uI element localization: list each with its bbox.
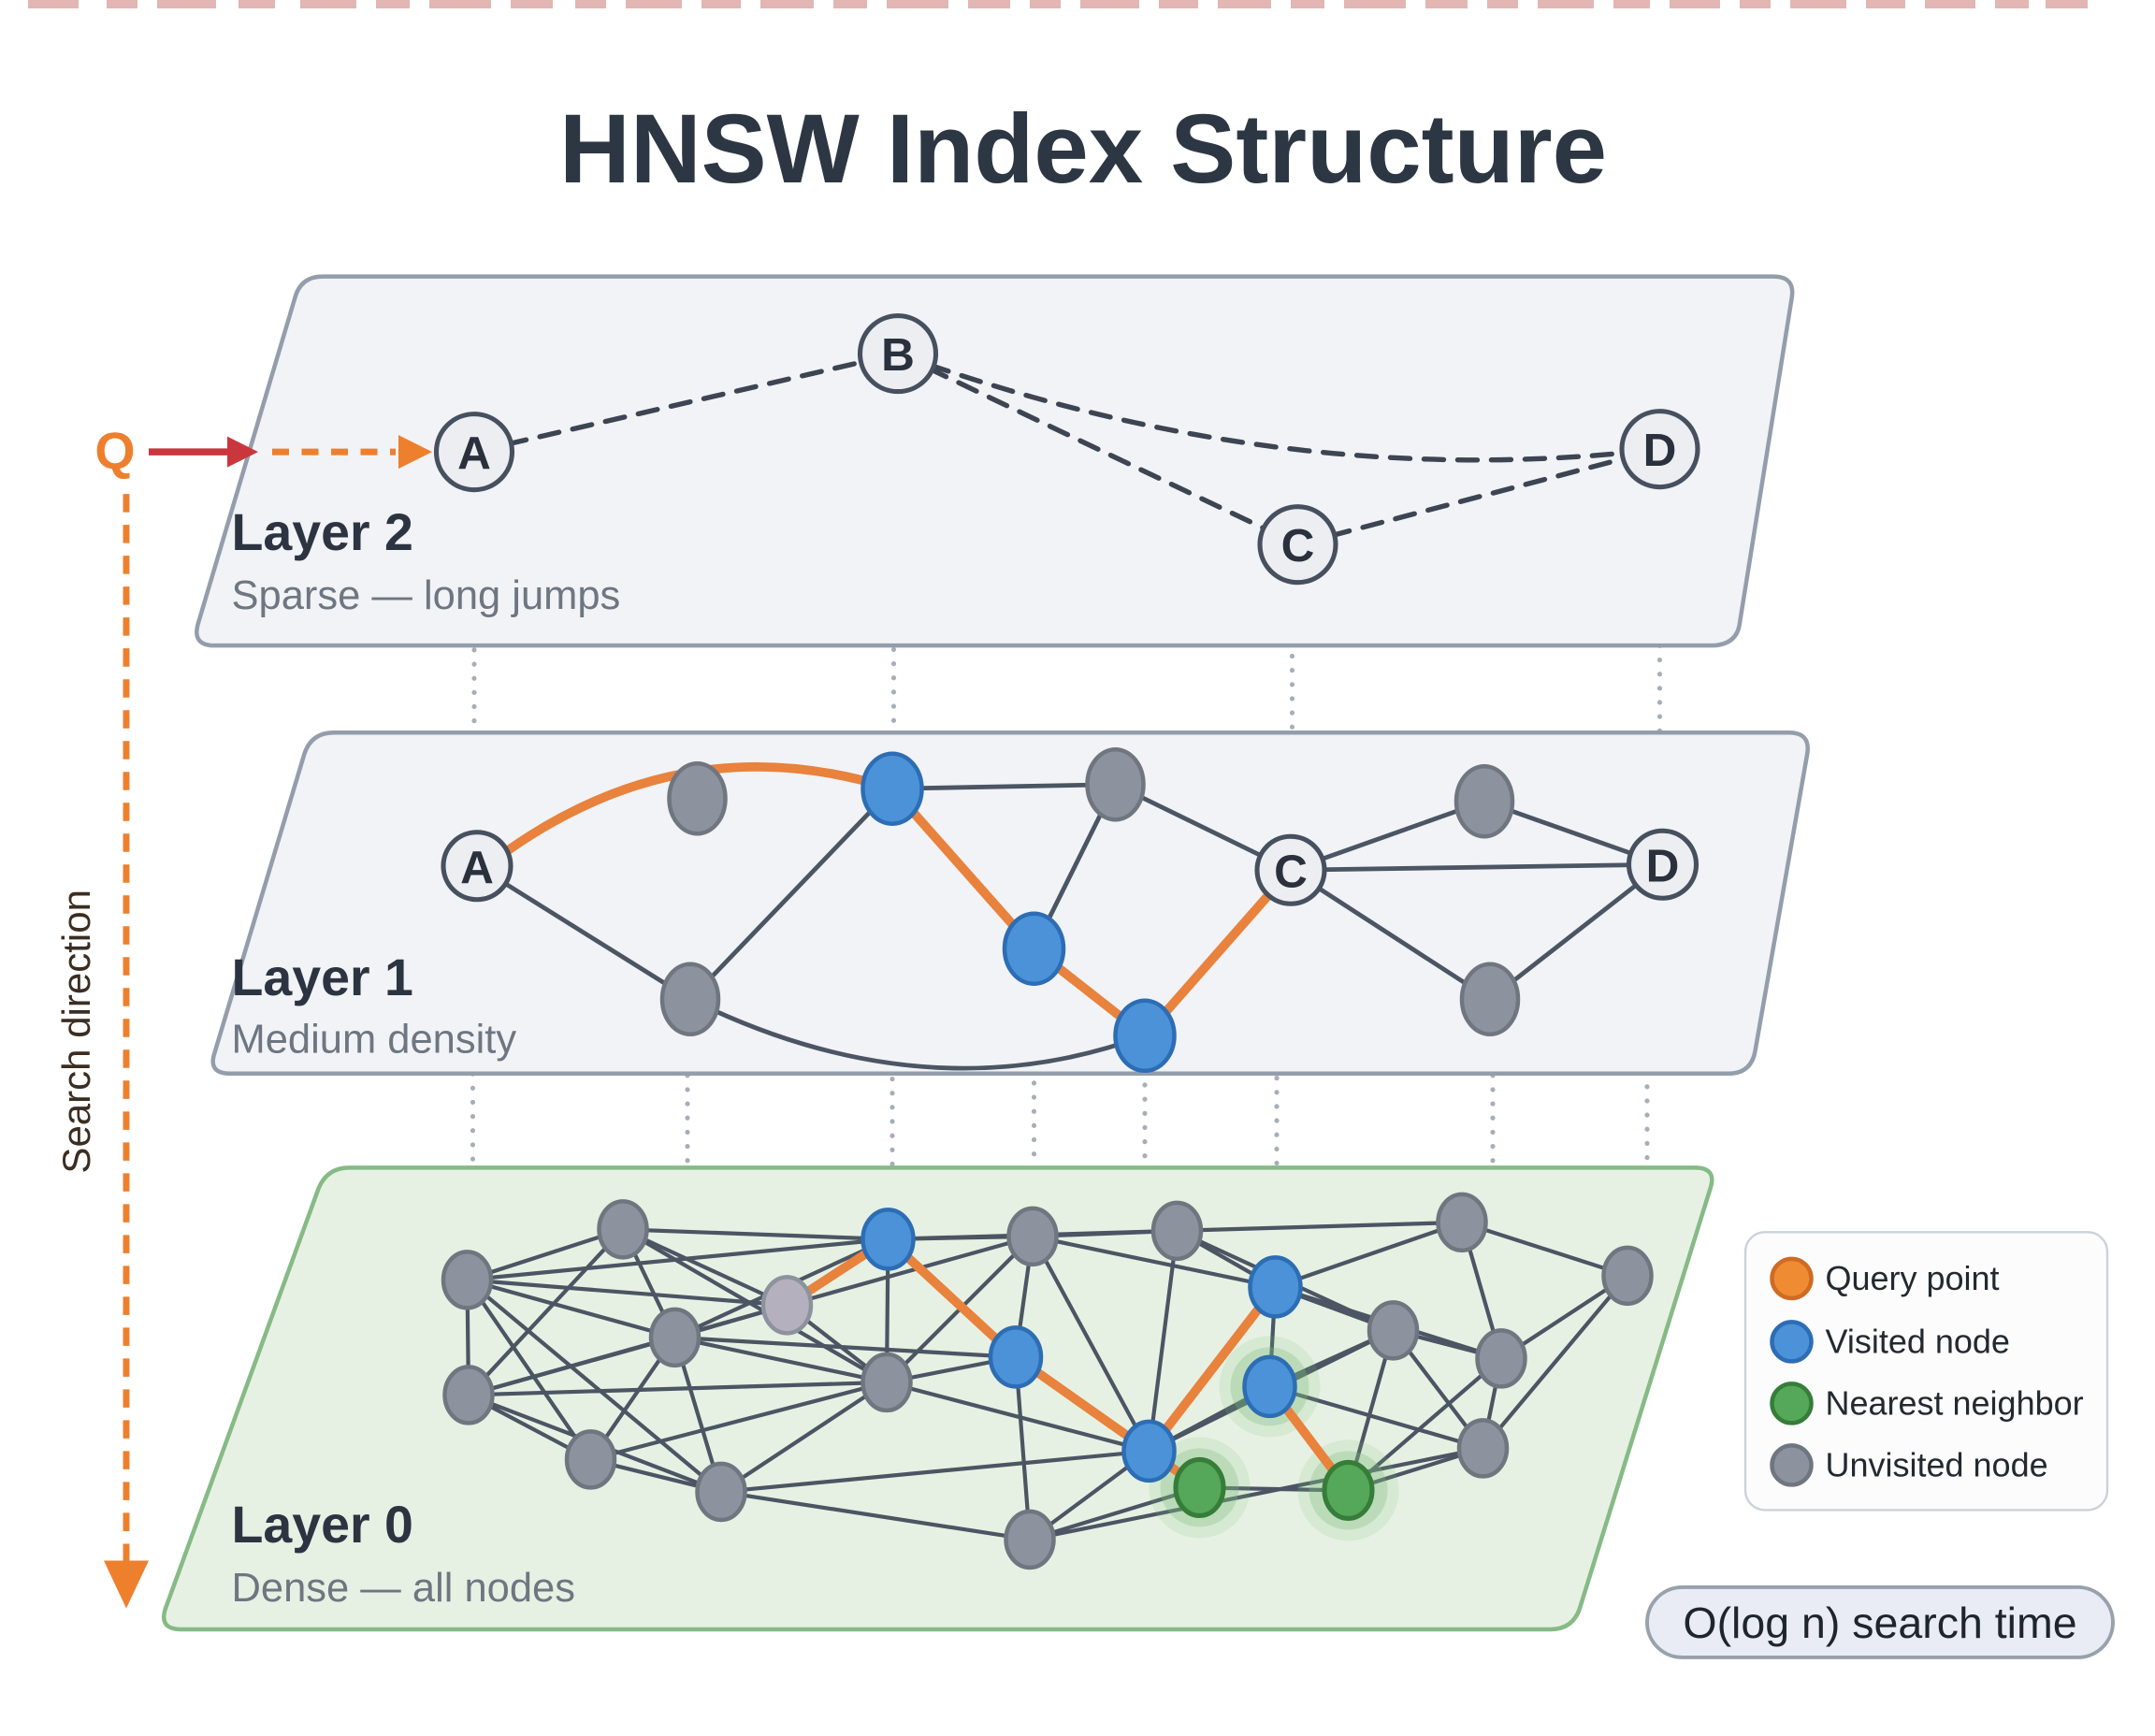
node-a-layer2-label: A — [457, 427, 491, 479]
node-a-layer1-label: A — [460, 842, 494, 893]
nearest-neighbor-node — [1173, 1456, 1226, 1518]
page-title: HNSW Index Structure — [559, 94, 1607, 204]
unvisited-node — [1456, 1418, 1510, 1479]
layer-2: A B C D Layer 2 Sparse — long jumps — [195, 274, 1795, 648]
badge-pill — [1645, 1585, 2115, 1659]
badge-label: O(log n) search time — [1683, 1599, 2076, 1647]
unvisited-node — [1006, 1206, 1059, 1267]
node-b-layer2-label: B — [881, 329, 915, 381]
unvisited-node — [1150, 1200, 1204, 1262]
unvisited-node — [648, 1307, 701, 1368]
unvisited-node — [1085, 746, 1146, 822]
legend: Query point Visited node Nearest neighbo… — [1743, 1231, 2109, 1512]
layer-0-nodes — [441, 1192, 1654, 1570]
unvisited-node — [1601, 1245, 1654, 1307]
node-c-layer1-label: C — [1274, 846, 1308, 897]
layer-2-title: Layer 2 — [232, 503, 413, 561]
layer-0: Layer 0 Dense — all nodes — [161, 1165, 1714, 1632]
down-arrowhead-icon — [104, 1560, 149, 1609]
visited-node — [1113, 998, 1177, 1074]
layer-1: A C D Layer 1 Medium density — [210, 730, 1810, 1077]
query-point-label: Q — [94, 422, 135, 480]
search-direction-indicator: Search direction — [54, 494, 149, 1609]
unvisited-node — [442, 1365, 495, 1425]
visited-node — [861, 1208, 916, 1271]
unvisited-node — [1475, 1328, 1527, 1389]
node-c-layer2-label: C — [1281, 520, 1315, 571]
legend-box — [1743, 1231, 2109, 1512]
layer-0-panel — [161, 1165, 1714, 1632]
layer-2-edges — [471, 351, 1663, 547]
visited-node — [1121, 1419, 1177, 1483]
node-c-layer1 — [1254, 833, 1327, 906]
visited-node — [861, 751, 924, 826]
node-a-layer1 — [441, 830, 513, 903]
unvisited-node — [695, 1461, 747, 1523]
visited-node — [988, 1325, 1044, 1389]
layer-1-panel — [210, 730, 1810, 1077]
unvisited-node — [1459, 962, 1521, 1037]
node-d-layer1 — [1626, 828, 1699, 901]
entry-from-upper-layer-node — [760, 1275, 814, 1336]
node-d-layer1-label: D — [1646, 840, 1680, 891]
legend-visited-node-label: Visited node — [1826, 1322, 2010, 1360]
unvisited-node — [441, 1250, 494, 1310]
layer-0-title: Layer 0 — [232, 1496, 413, 1554]
node-c-layer2 — [1257, 504, 1338, 586]
node-d-layer2-label: D — [1643, 425, 1677, 476]
unvisited-node — [659, 962, 721, 1037]
layer-2-nodes: A B C D — [433, 313, 1700, 586]
unvisited-node — [1367, 1300, 1420, 1361]
unvisited-node — [1454, 763, 1515, 839]
layer-1-nodes: A C D — [441, 746, 1699, 1074]
layer-2-subtitle: Sparse — long jumps — [232, 573, 621, 618]
layer-0-subtitle: Dense — all nodes — [232, 1566, 575, 1611]
legend-nearest-neighbor-label: Nearest neighbor — [1826, 1383, 2084, 1422]
top-edge-artifacts — [28, 0, 2088, 9]
unvisited-node — [667, 760, 728, 836]
nearest-neighbor-node — [1322, 1459, 1375, 1521]
complexity-badge: O(log n) search time — [1645, 1585, 2115, 1659]
layer-1-subtitle: Medium density — [232, 1017, 517, 1062]
legend-query-point-label: Query point — [1826, 1259, 2000, 1297]
visited-node — [1002, 911, 1066, 987]
legend-unvisited-node-label: Unvisited node — [1826, 1445, 2048, 1483]
red-arrowhead-icon — [227, 436, 258, 468]
unvisited-node — [1436, 1192, 1488, 1253]
visited-node — [1242, 1354, 1297, 1419]
unvisited-node — [1004, 1509, 1056, 1570]
query-entry: Q — [94, 422, 432, 480]
node-d-layer2 — [1619, 409, 1700, 490]
unvisited-node — [597, 1199, 649, 1260]
node-a-layer2 — [433, 412, 515, 493]
layer-1-title: Layer 1 — [232, 948, 413, 1006]
orange-arrowhead-icon — [398, 435, 432, 470]
visited-node-swatch-icon — [1770, 1320, 1814, 1364]
layer-2-panel — [195, 274, 1795, 648]
unvisited-node — [564, 1429, 617, 1490]
query-point-swatch-icon — [1770, 1256, 1814, 1301]
node-b-layer2 — [857, 313, 939, 395]
unvisited-node-swatch-icon — [1770, 1443, 1814, 1487]
unvisited-node — [861, 1352, 913, 1413]
nearest-neighbor-swatch-icon — [1770, 1382, 1814, 1425]
search-direction-label: Search direction — [54, 890, 98, 1174]
visited-node — [1248, 1255, 1303, 1319]
